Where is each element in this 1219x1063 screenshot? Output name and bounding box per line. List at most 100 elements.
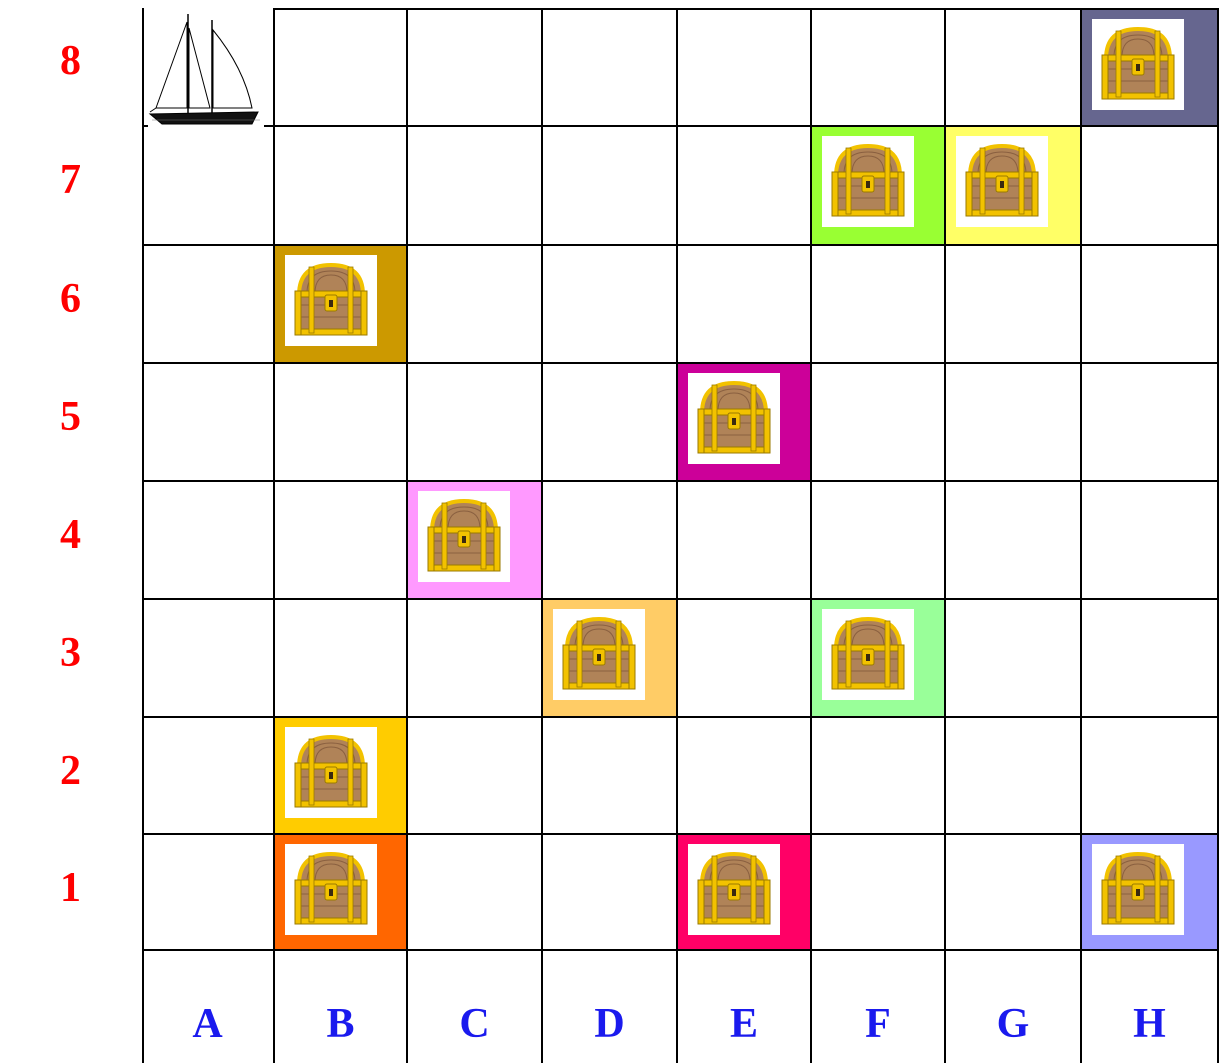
grid-cell-h4[interactable]	[1082, 482, 1219, 600]
column-label-c: C	[408, 951, 543, 1063]
grid-cell-f4[interactable]	[812, 482, 946, 600]
grid-cell-f1[interactable]	[812, 835, 946, 951]
column-label-g: G	[946, 951, 1082, 1063]
grid-cell-c3[interactable]	[408, 600, 543, 718]
grid-cell-g3[interactable]	[946, 600, 1082, 718]
column-label-text: G	[946, 951, 1080, 1045]
row-label-text: 3	[60, 632, 81, 674]
grid-cell-b6[interactable]	[275, 246, 408, 364]
row-label-6: 6	[0, 246, 142, 364]
grid-cell-f8[interactable]	[812, 8, 946, 127]
grid-cell-d3[interactable]	[543, 600, 678, 718]
grid-cell-h5[interactable]	[1082, 364, 1219, 482]
grid-cell-e8[interactable]	[678, 8, 812, 127]
grid-cell-d1[interactable]	[543, 835, 678, 951]
grid-cell-f2[interactable]	[812, 718, 946, 835]
row-label-5: 5	[0, 364, 142, 482]
grid-cell-h1[interactable]	[1082, 835, 1219, 951]
grid-cell-c1[interactable]	[408, 835, 543, 951]
grid-cell-e2[interactable]	[678, 718, 812, 835]
grid-cell-e4[interactable]	[678, 482, 812, 600]
grid-cell-d7[interactable]	[543, 127, 678, 246]
grid-cell-f7[interactable]	[812, 127, 946, 246]
column-label-text: C	[408, 951, 541, 1045]
grid-cell-h7[interactable]	[1082, 127, 1219, 246]
grid-cell-a2[interactable]	[142, 718, 275, 835]
grid-cell-g6[interactable]	[946, 246, 1082, 364]
treasure-chest-icon	[418, 491, 510, 582]
grid-cell-d6[interactable]	[543, 246, 678, 364]
grid-cell-b5[interactable]	[275, 364, 408, 482]
row-label-text: 5	[60, 396, 81, 438]
grid-cell-a3[interactable]	[142, 600, 275, 718]
column-label-f: F	[812, 951, 946, 1063]
grid-cell-e1[interactable]	[678, 835, 812, 951]
grid-cell-g7[interactable]	[946, 127, 1082, 246]
row-label-1: 1	[0, 835, 142, 953]
grid-cell-h3[interactable]	[1082, 600, 1219, 718]
grid-cell-d2[interactable]	[543, 718, 678, 835]
row-label-text: 4	[60, 514, 81, 556]
grid-cell-b3[interactable]	[275, 600, 408, 718]
grid-cell-a4[interactable]	[142, 482, 275, 600]
grid-cell-a6[interactable]	[142, 246, 275, 364]
grid-cell-f3[interactable]	[812, 600, 946, 718]
grid-cell-c2[interactable]	[408, 718, 543, 835]
grid-cell-c5[interactable]	[408, 364, 543, 482]
grid-cell-b4[interactable]	[275, 482, 408, 600]
grid-cell-a8[interactable]	[142, 8, 275, 127]
grid-cell-g1[interactable]	[946, 835, 1082, 951]
row-label-4: 4	[0, 482, 142, 600]
grid-cell-d5[interactable]	[543, 364, 678, 482]
treasure-chest-icon	[822, 609, 914, 700]
grid-cell-c4[interactable]	[408, 482, 543, 600]
grid-cell-b8[interactable]	[275, 8, 408, 127]
sailboat-icon	[148, 8, 264, 130]
grid-cell-d8[interactable]	[543, 8, 678, 127]
column-label-text: E	[678, 951, 810, 1045]
grid-cell-f5[interactable]	[812, 364, 946, 482]
grid-cell-g5[interactable]	[946, 364, 1082, 482]
row-label-text: 7	[60, 159, 81, 201]
row-label-2: 2	[0, 718, 142, 836]
grid-cell-b2[interactable]	[275, 718, 408, 835]
row-label-text: 6	[60, 278, 81, 320]
grid-cell-a1[interactable]	[142, 835, 275, 951]
grid-cell-c8[interactable]	[408, 8, 543, 127]
grid-cell-a5[interactable]	[142, 364, 275, 482]
row-label-text: 1	[60, 867, 81, 909]
treasure-chest-icon	[553, 609, 645, 700]
column-label-h: H	[1082, 951, 1219, 1063]
treasure-chest-icon	[1092, 844, 1184, 935]
grid-cell-h8[interactable]	[1082, 8, 1219, 127]
grid-cell-e6[interactable]	[678, 246, 812, 364]
row-label-3: 3	[0, 600, 142, 718]
column-label-a: A	[142, 951, 275, 1063]
treasure-chest-icon	[956, 136, 1048, 227]
grid-cell-g4[interactable]	[946, 482, 1082, 600]
treasure-chest-icon	[822, 136, 914, 227]
grid-cell-g8[interactable]	[946, 8, 1082, 127]
column-label-text: H	[1082, 951, 1217, 1045]
grid-cell-g2[interactable]	[946, 718, 1082, 835]
grid-cell-c7[interactable]	[408, 127, 543, 246]
row-label-text: 2	[60, 750, 81, 792]
grid-cell-b1[interactable]	[275, 835, 408, 951]
row-label-7: 7	[0, 127, 142, 245]
treasure-chest-icon	[285, 727, 377, 818]
grid-cell-d4[interactable]	[543, 482, 678, 600]
grid-cell-b7[interactable]	[275, 127, 408, 246]
row-label-text: 8	[60, 40, 81, 82]
grid-cell-e3[interactable]	[678, 600, 812, 718]
column-label-text: B	[275, 951, 406, 1045]
grid-cell-f6[interactable]	[812, 246, 946, 364]
grid-cell-h2[interactable]	[1082, 718, 1219, 835]
column-label-b: B	[275, 951, 408, 1063]
grid-cell-e5[interactable]	[678, 364, 812, 482]
grid-cell-a7[interactable]	[142, 127, 275, 246]
grid-cell-e7[interactable]	[678, 127, 812, 246]
grid-cell-c6[interactable]	[408, 246, 543, 364]
column-label-d: D	[543, 951, 678, 1063]
grid-cell-h6[interactable]	[1082, 246, 1219, 364]
